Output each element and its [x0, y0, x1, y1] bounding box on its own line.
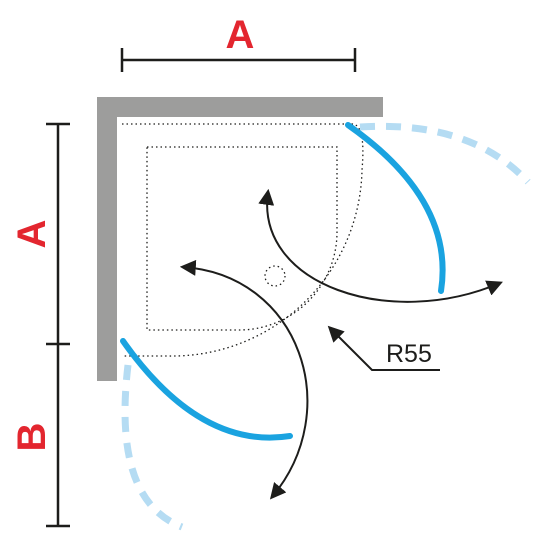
shower-tray-outline: [146, 146, 338, 331]
left-dimension-label-lower: B: [10, 423, 54, 452]
left-dimension-label-upper: A: [10, 220, 54, 249]
right-door-open-path: [359, 122, 531, 185]
enclosure-outline: [122, 123, 364, 357]
left-door-swing-arrow: [179, 259, 309, 500]
top-dimension-label: A: [226, 13, 255, 57]
radius-leader-line: [327, 325, 440, 371]
radius-label: R55: [386, 340, 432, 368]
left-dimension-line: [46, 122, 70, 528]
left-door-open-path: [121, 364, 184, 531]
right-door-glass: [345, 122, 446, 294]
top-dimension-line: [120, 48, 357, 72]
drain-icon: [264, 265, 286, 287]
right-door-swing-arrow: [258, 188, 503, 303]
